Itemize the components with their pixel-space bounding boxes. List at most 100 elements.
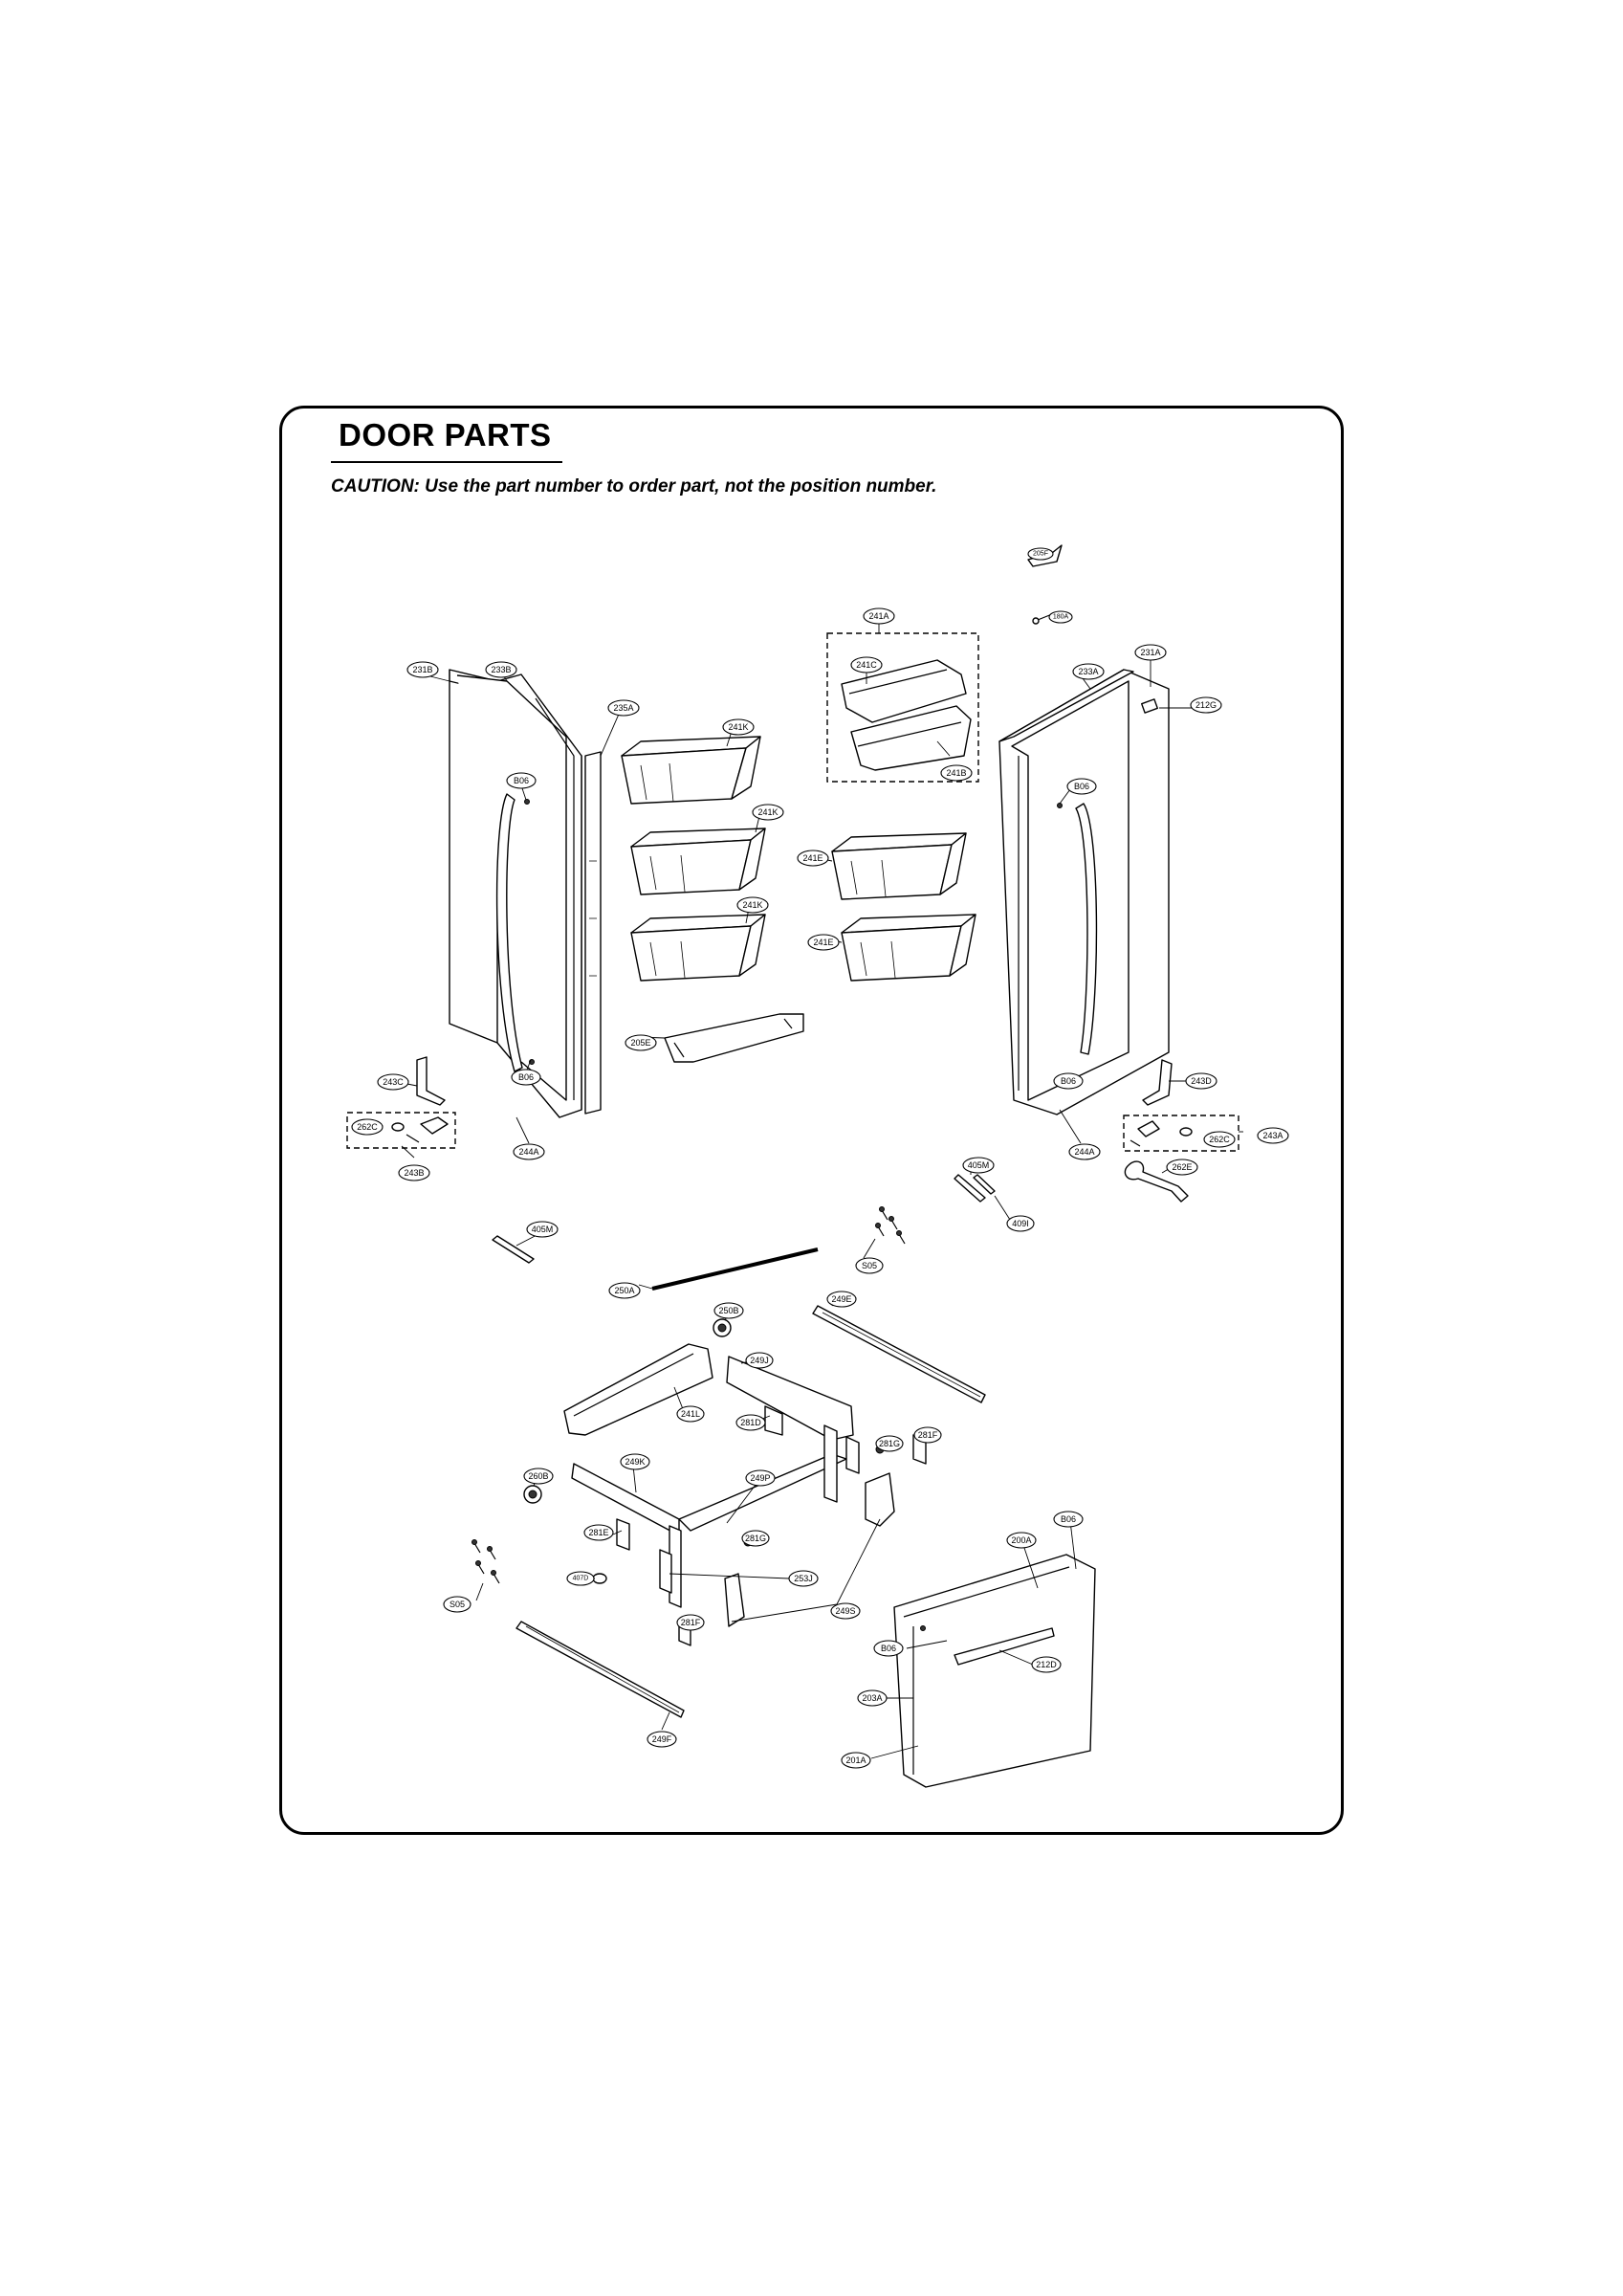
svg-text:249J: 249J	[750, 1356, 769, 1365]
callout-bubble: 253J	[788, 1570, 819, 1587]
svg-text:S05: S05	[450, 1600, 465, 1609]
svg-text:241L: 241L	[681, 1409, 700, 1419]
svg-text:B06: B06	[1061, 1076, 1076, 1086]
callout-bubble: 243B	[398, 1164, 430, 1181]
part-405M-left	[492, 1235, 535, 1264]
freezer-door-handle	[954, 1627, 1055, 1666]
svg-text:B06: B06	[1074, 782, 1089, 791]
svg-text:249F: 249F	[652, 1734, 672, 1744]
left-door	[449, 669, 602, 1118]
callout-bubble: 249S	[830, 1602, 861, 1620]
svg-text:262C: 262C	[1209, 1135, 1230, 1144]
part-405M-right	[954, 1174, 986, 1203]
diagram-frame	[279, 406, 1344, 1835]
svg-text:B06: B06	[1061, 1514, 1076, 1524]
svg-text:231A: 231A	[1140, 648, 1160, 657]
svg-text:243A: 243A	[1262, 1131, 1283, 1140]
part-249S-lower	[724, 1573, 745, 1627]
callout-bubble: 243A	[1257, 1127, 1289, 1144]
callout-bubble: 241K	[736, 896, 769, 914]
svg-text:241K: 241K	[728, 722, 748, 732]
svg-text:405M: 405M	[968, 1160, 990, 1170]
callout-bubble: 241K	[722, 718, 755, 736]
callout-bubble: 180A	[1048, 610, 1073, 624]
callout-bubble: 244A	[513, 1143, 545, 1160]
callout-bubble: 249E	[826, 1291, 857, 1308]
svg-text:281F: 281F	[681, 1618, 701, 1627]
svg-text:260B: 260B	[528, 1471, 548, 1481]
callout-bubble: 243D	[1185, 1072, 1217, 1090]
callout-bubble: B06	[1053, 1511, 1084, 1528]
callout-bubble: 243C	[377, 1073, 409, 1091]
svg-text:B06: B06	[514, 776, 529, 785]
callout-bubble: 203A	[857, 1689, 888, 1707]
caution-note: CAUTION: Use the part number to order pa…	[331, 476, 937, 497]
svg-text:241K: 241K	[742, 900, 762, 910]
svg-text:281G: 281G	[879, 1439, 900, 1448]
right-door-bins	[831, 832, 976, 982]
svg-text:241K: 241K	[757, 807, 778, 817]
callout-bubble: 231A	[1134, 644, 1167, 661]
callout-bubble: 241E	[797, 850, 829, 867]
svg-text:205E: 205E	[630, 1038, 650, 1048]
svg-text:407D: 407D	[573, 1576, 589, 1582]
svg-text:243D: 243D	[1191, 1076, 1212, 1086]
svg-text:233A: 233A	[1078, 667, 1098, 676]
callout-bubble: 262C	[351, 1118, 384, 1136]
freezer-drawer-frame	[563, 1343, 860, 1608]
left-door-bins	[621, 736, 804, 1063]
left-door-hinge-strip	[584, 751, 602, 1115]
callout-bubble: 241K	[752, 804, 784, 821]
svg-text:235A: 235A	[613, 703, 633, 713]
svg-text:253J: 253J	[794, 1574, 813, 1583]
callout-bubble: 235A	[607, 699, 640, 717]
part-249S-upper	[865, 1472, 895, 1527]
svg-text:200A: 200A	[1011, 1535, 1031, 1545]
screw-set-lower	[472, 1539, 500, 1584]
callout-bubble: 281G	[741, 1530, 770, 1547]
callout-bubble: 233A	[1072, 663, 1105, 680]
svg-text:249E: 249E	[831, 1294, 851, 1304]
callout-bubble: 249F	[647, 1731, 677, 1748]
callout-bubble: 262E	[1166, 1159, 1198, 1176]
svg-text:233B: 233B	[491, 665, 511, 674]
svg-text:250A: 250A	[614, 1286, 634, 1295]
svg-text:250B: 250B	[718, 1306, 738, 1315]
right-door	[998, 669, 1170, 1115]
svg-text:241E: 241E	[802, 853, 822, 863]
callout-bubble: 241E	[807, 934, 840, 951]
svg-text:212G: 212G	[1195, 700, 1217, 710]
callout-bubble: 241C	[850, 656, 883, 673]
callout-bubble: 201A	[841, 1752, 871, 1769]
svg-text:S05: S05	[862, 1261, 877, 1270]
callout-bubble: B06	[1066, 778, 1097, 795]
svg-text:281F: 281F	[918, 1430, 938, 1440]
callout-bubble: 405M	[962, 1157, 995, 1174]
callout-bubble: 200A	[1006, 1532, 1037, 1549]
svg-text:180A: 180A	[1053, 614, 1069, 621]
svg-text:203A: 203A	[862, 1693, 882, 1703]
callout-bubble: 241A	[863, 607, 895, 625]
svg-text:241C: 241C	[856, 660, 877, 670]
callout-bubble: B06	[506, 772, 537, 789]
callout-bubble: 250B	[713, 1302, 744, 1319]
callout-bubble: 407D	[566, 1571, 595, 1586]
callout-bubble: 281F	[913, 1426, 942, 1444]
part-249F-rail	[515, 1621, 685, 1718]
right-lower-hinge	[1123, 1059, 1239, 1152]
callout-bubble: 250A	[608, 1282, 641, 1299]
svg-text:281D: 281D	[740, 1418, 761, 1427]
part-407D	[592, 1573, 607, 1584]
screw-set-upper	[875, 1206, 906, 1245]
callout-bubble: S05	[855, 1257, 884, 1274]
svg-text:405M: 405M	[532, 1225, 554, 1234]
callout-bubble: 205E	[625, 1034, 657, 1051]
callout-bubble: 249P	[745, 1469, 776, 1487]
left-lower-hinge	[346, 1056, 456, 1149]
right-door-handle	[1075, 803, 1098, 1055]
svg-text:249S: 249S	[835, 1606, 855, 1616]
svg-text:249K: 249K	[625, 1457, 645, 1467]
bin-assembly-group-box	[826, 632, 979, 783]
callout-bubble: 244A	[1068, 1143, 1101, 1160]
